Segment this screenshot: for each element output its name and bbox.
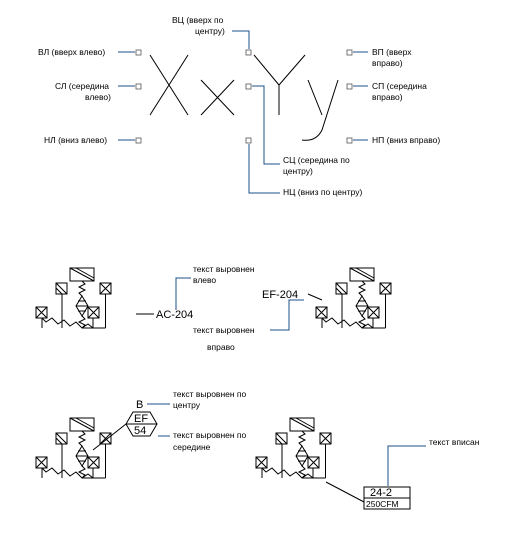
label-top-right-1: ВП (вверх — [372, 47, 412, 57]
label-middle-right-2: вправо) — [372, 92, 403, 102]
example-fit: 24-2 250CFM текст вписан — [255, 417, 480, 510]
label-top-center-1: ВЦ (вверх по — [172, 15, 224, 25]
note-right-aligned-2: вправо — [207, 342, 235, 352]
note-middle-1: текст выровнен по — [173, 430, 247, 440]
justification-points-diagram: ВЛ (вверх влево) СЛ (середина влево) НЛ … — [38, 15, 440, 197]
point-top-left — [135, 49, 142, 56]
point-top-center — [245, 49, 252, 56]
note-fit: текст вписан — [429, 437, 480, 447]
label-top-left: ВЛ (вверх влево) — [38, 47, 105, 57]
tag-ac-204: AC-204 — [156, 309, 193, 321]
point-bottom-right — [346, 137, 353, 144]
label-middle-left-2: влево) — [85, 92, 111, 102]
note-center-1: текст выровнен по — [173, 389, 247, 399]
note-center-2: центру — [173, 400, 201, 410]
note-left-aligned-1: текст выровнен — [193, 264, 255, 274]
label-bottom-left: НЛ (вниз влево) — [44, 135, 107, 145]
label-top-right-2: вправо) — [372, 58, 403, 68]
example-left-aligned: AC-204 текст выровнен влево — [35, 264, 255, 329]
sample-letters — [149, 54, 339, 141]
label-bottom-center: НЦ (вниз по центру) — [283, 187, 362, 197]
point-bottom-center — [245, 137, 252, 144]
tag-54: 54 — [134, 425, 146, 437]
label-top-center-2: центру) — [195, 26, 225, 36]
point-middle-left — [135, 83, 142, 90]
example-right-aligned: EF-204 текст выровнен вправо — [193, 267, 392, 352]
label-bottom-right: НП (вниз вправо) — [372, 135, 440, 145]
tag-ef-204: EF-204 — [262, 289, 298, 301]
label-middle-right-1: СП (середина — [372, 81, 427, 91]
example-center-aligned: B EF 54 текст выровнен по центру текст в… — [35, 389, 247, 479]
label-middle-left-1: СЛ (середина — [55, 81, 109, 91]
note-middle-2: середине — [173, 442, 211, 452]
label-middle-center-2: центру) — [283, 166, 313, 176]
tag-b: B — [136, 399, 143, 411]
point-middle-right — [346, 83, 353, 90]
point-top-right — [346, 49, 353, 56]
point-bottom-left — [135, 137, 142, 144]
label-middle-center-1: СЦ (середина по — [283, 155, 350, 165]
tag-250cfm: 250CFM — [366, 499, 399, 509]
tag-24-2: 24-2 — [370, 487, 392, 499]
note-left-aligned-2: влево — [193, 275, 216, 285]
point-middle-center — [245, 83, 252, 90]
note-right-aligned-1: текст выровнен — [193, 325, 255, 335]
tag-ef: EF — [134, 413, 148, 425]
